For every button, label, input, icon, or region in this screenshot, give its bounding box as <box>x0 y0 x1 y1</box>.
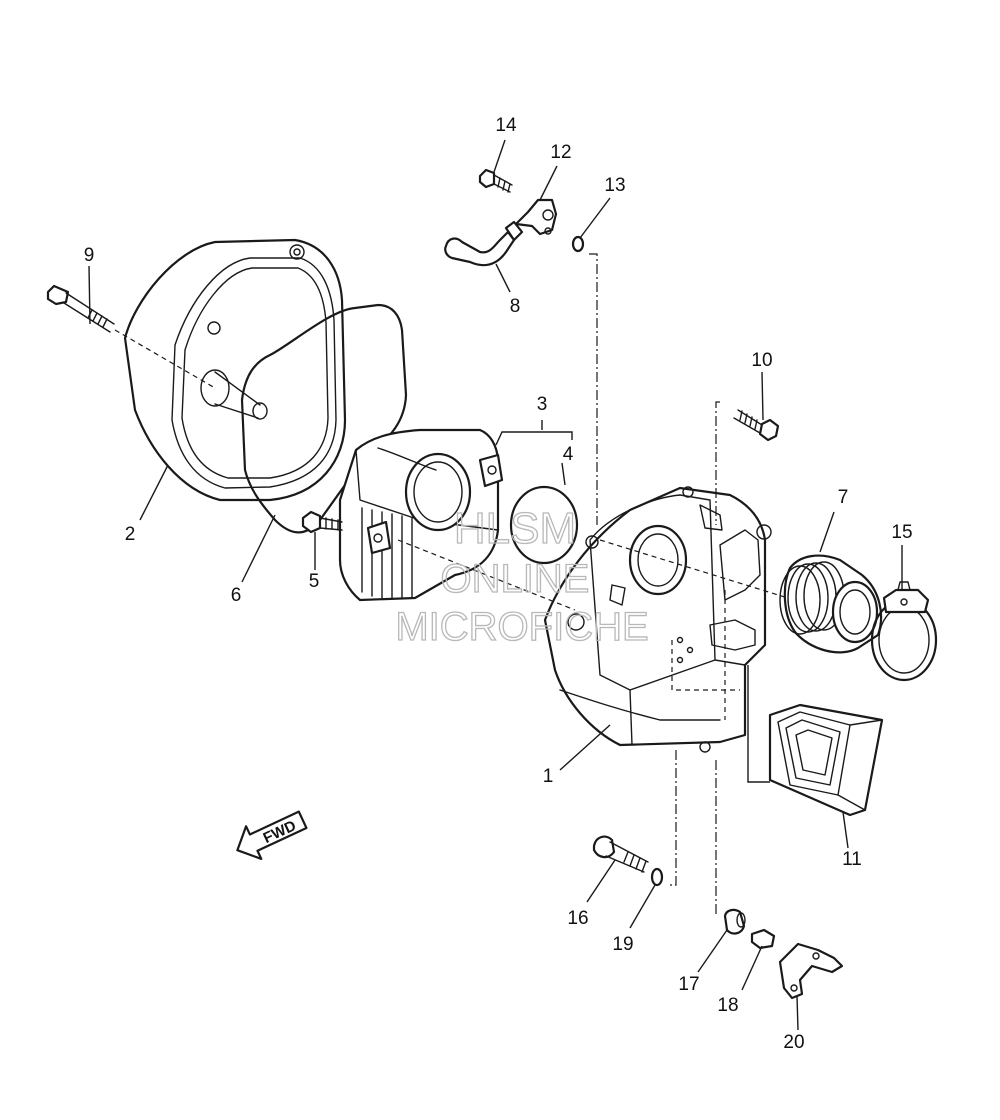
part-17-grommet <box>723 908 746 935</box>
part-13-oring <box>571 235 585 253</box>
callout-5: 5 <box>309 571 320 592</box>
part-14-screw <box>478 168 513 193</box>
callout-6: 6 <box>231 585 242 606</box>
leader-lines <box>88 139 903 1031</box>
callout-8: 8 <box>510 296 521 317</box>
part-11-duct <box>768 703 884 817</box>
callout-20: 20 <box>783 1032 804 1053</box>
callout-10: 10 <box>751 350 772 371</box>
part-5-screw <box>301 510 343 534</box>
callout-9: 9 <box>84 245 95 266</box>
callout-7: 7 <box>838 487 849 508</box>
callout-3: 3 <box>537 394 548 415</box>
part-20-bracket <box>778 942 844 1000</box>
callout-1: 1 <box>543 766 554 787</box>
part-4-oring <box>509 485 579 565</box>
callout-16: 16 <box>567 908 588 929</box>
callout-15: 15 <box>891 522 912 543</box>
part-19-washer <box>650 867 664 887</box>
part-10-screw <box>733 409 780 442</box>
callout-11: 11 <box>842 849 862 870</box>
part-15-clamp <box>870 581 938 682</box>
part-2-cover <box>123 238 347 502</box>
watermark-line2: ONLINE <box>441 557 590 601</box>
part-3-element <box>338 428 504 602</box>
callout-2: 2 <box>125 524 136 545</box>
callout-18: 18 <box>717 995 738 1016</box>
callout-12: 12 <box>550 142 571 163</box>
part-16-bolt <box>592 835 649 873</box>
part-7-joint <box>779 554 883 654</box>
callout-4: 4 <box>563 444 574 465</box>
callout-17: 17 <box>678 974 699 995</box>
part-18-collar <box>750 928 776 950</box>
part-1-case <box>543 486 772 753</box>
alignment-lines <box>397 253 789 915</box>
fwd-arrow: FWD <box>236 810 308 861</box>
callout-13: 13 <box>604 175 625 196</box>
part-12-breather <box>504 198 558 242</box>
callout-19: 19 <box>612 934 633 955</box>
watermark-line3: MICROFICHE <box>395 605 648 649</box>
watermark-line1: HLSM <box>454 504 576 553</box>
callouts: 1 2 3 4 5 6 7 8 9 10 11 12 13 14 15 16 1… <box>84 115 913 1053</box>
callout-14: 14 <box>495 115 517 136</box>
watermark: HLSM ONLINE MICROFICHE <box>395 503 650 649</box>
part-8-hose <box>444 230 516 267</box>
